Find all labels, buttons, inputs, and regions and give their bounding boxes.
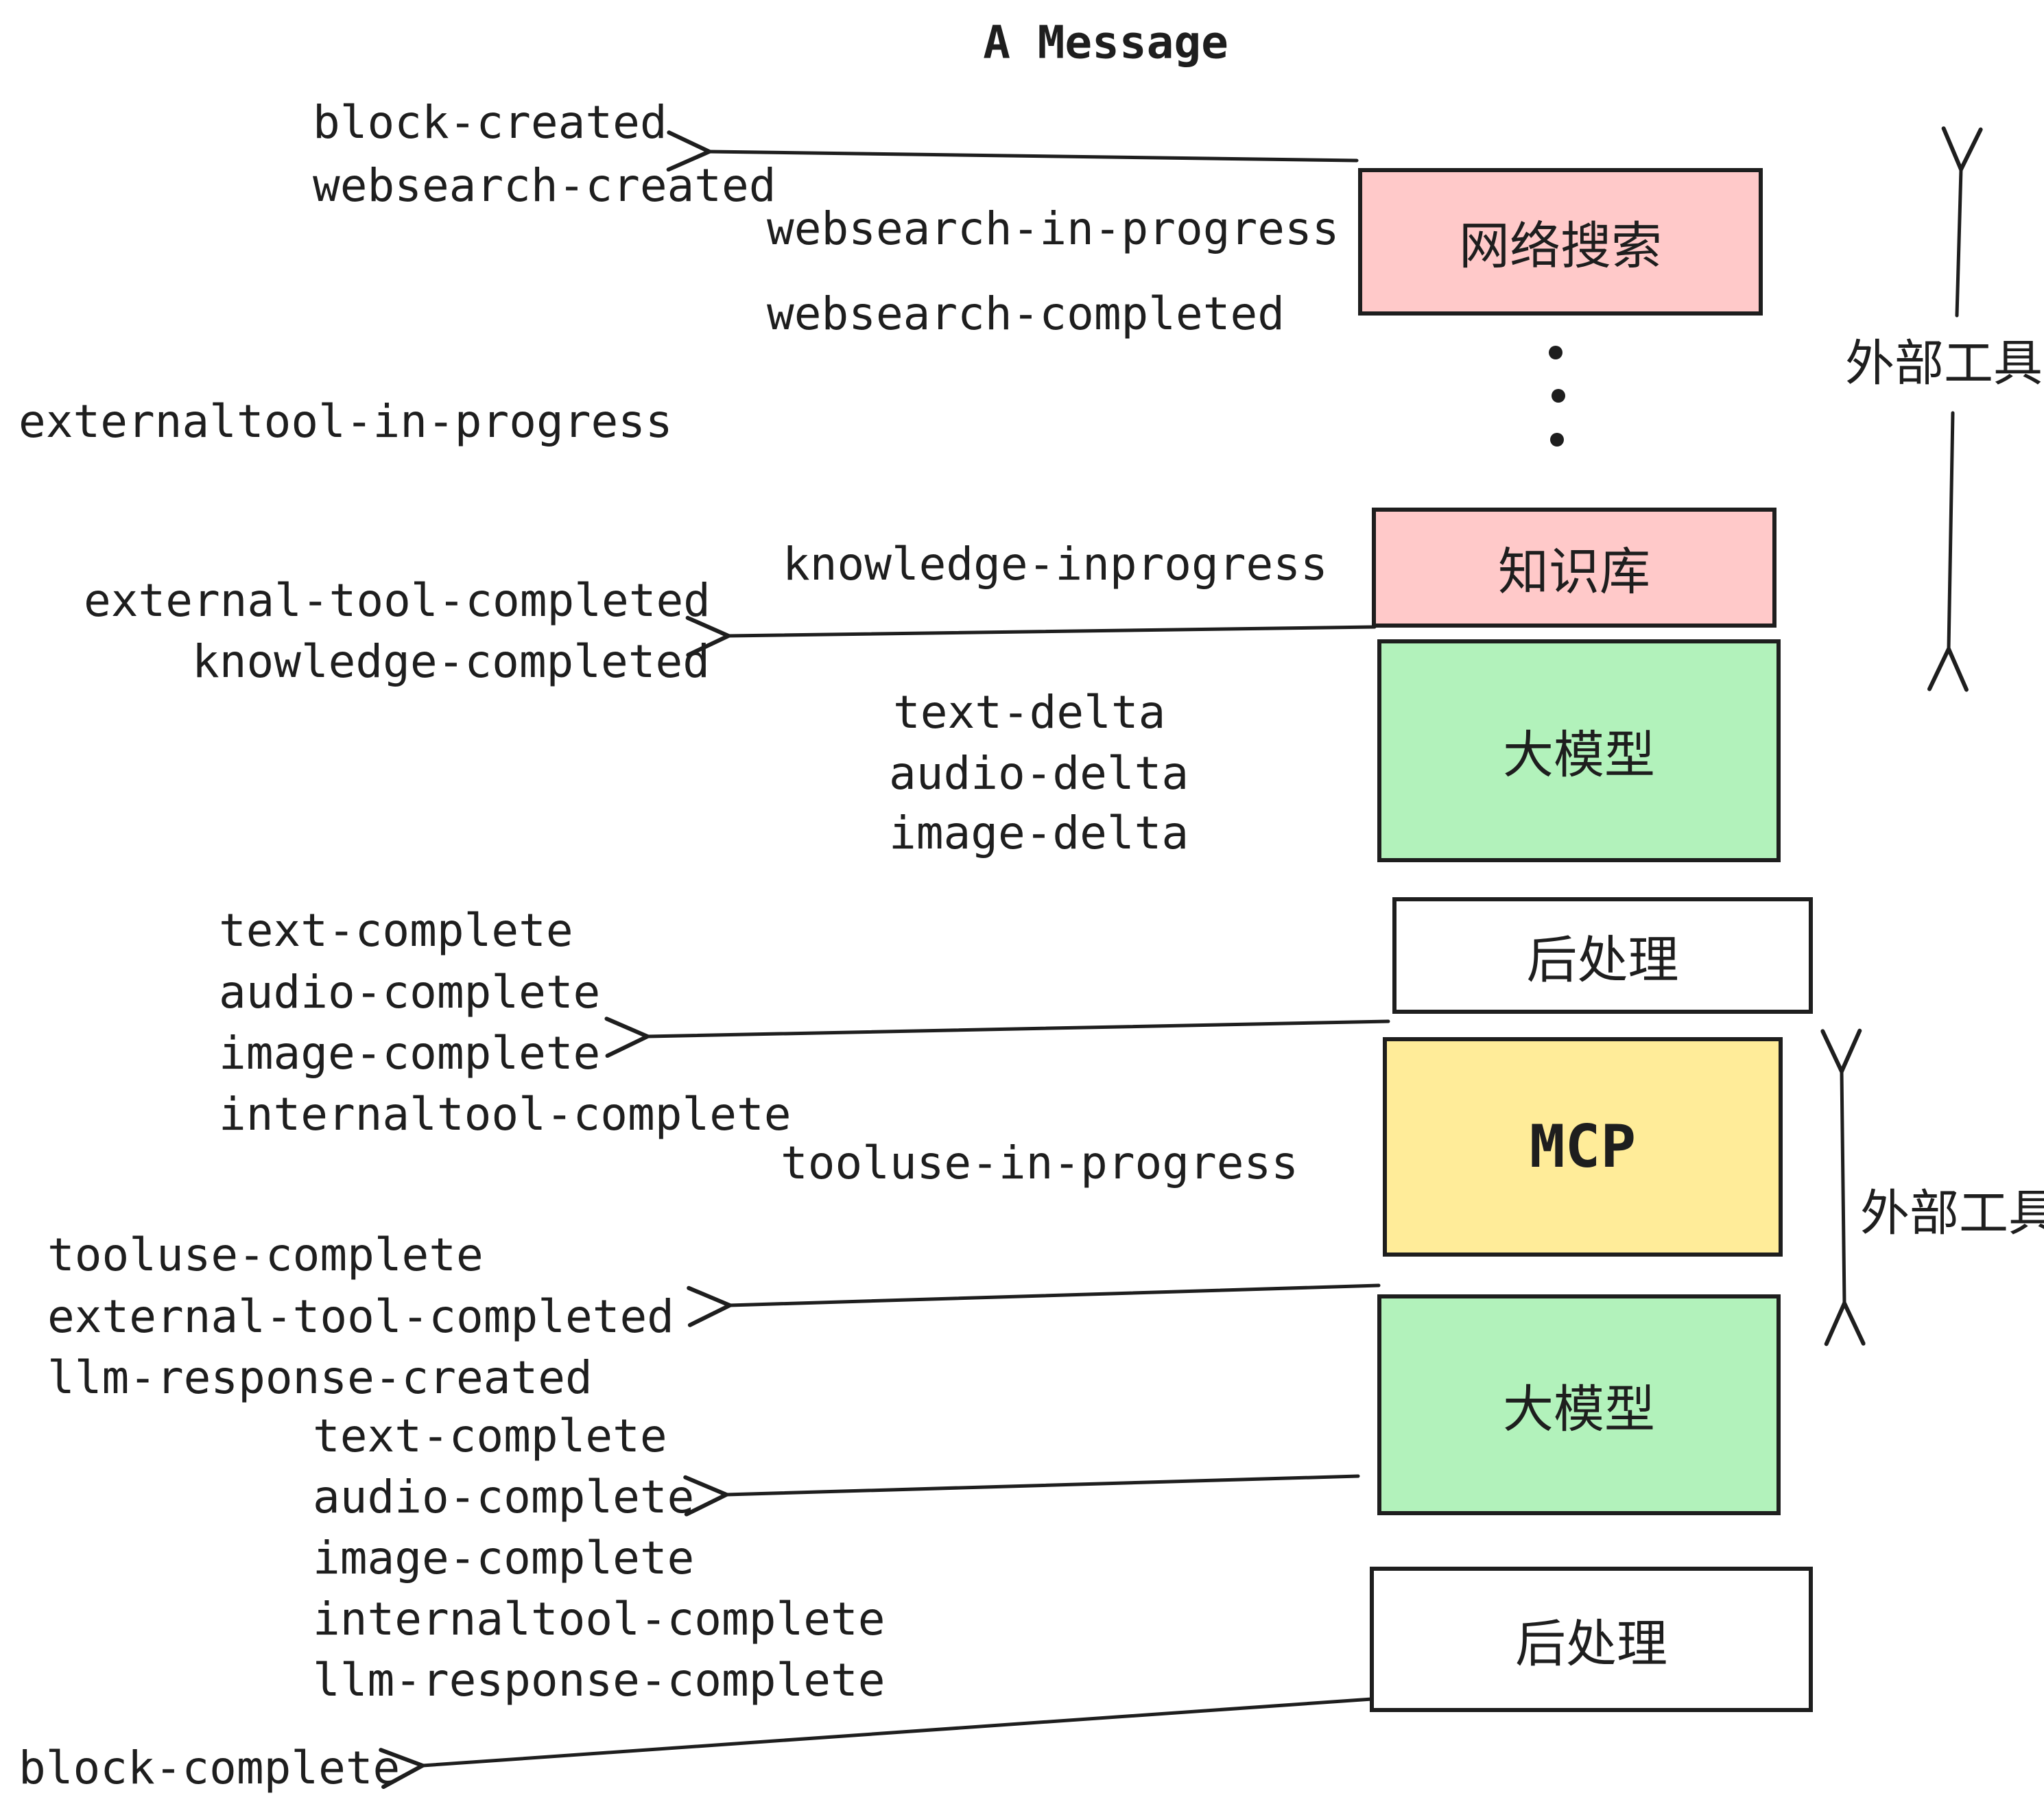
event-label-tooluse-in-progress: tooluse-in-progress	[781, 1137, 1298, 1189]
node-web-search: 网络搜索	[1358, 168, 1763, 316]
node-llm-2-label: 大模型	[1503, 1379, 1655, 1439]
arrow-to-external-tool-completed	[730, 1283, 1381, 1305]
node-llm-1: 大模型	[1377, 639, 1781, 862]
arrow-to-image-complete	[647, 1021, 1390, 1036]
event-label-image-complete-2: image-complete	[313, 1532, 695, 1585]
arrow-to-block-created	[709, 152, 1359, 161]
node-postprocess-1-label: 后处理	[1526, 930, 1679, 990]
mcp-external-tool-double-arrow	[1842, 1071, 1844, 1303]
event-label-websearch-in-progress: websearch-in-progress	[767, 202, 1340, 255]
node-llm-1-label: 大模型	[1503, 726, 1655, 785]
external-tool-up-arrow	[1957, 169, 1961, 318]
event-label-websearch-created: websearch-created	[313, 159, 776, 212]
external-tool-down-arrow	[1949, 411, 1953, 649]
event-label-llm-response-complete: llm-response-complete	[313, 1654, 886, 1707]
node-mcp-label: MCP	[1529, 1113, 1637, 1181]
node-knowledge-base-label: 知识库	[1498, 543, 1650, 602]
event-label-image-complete: image-complete	[219, 1027, 601, 1080]
event-label-websearch-completed: websearch-completed	[767, 287, 1285, 340]
event-label-image-delta: image-delta	[889, 807, 1189, 859]
event-label-audio-complete-2: audio-complete	[313, 1471, 695, 1523]
node-postprocess-2: 后处理	[1370, 1567, 1813, 1712]
event-label-text-complete-2: text-complete	[313, 1410, 667, 1462]
event-label-knowledge-completed: knowledge-completed	[192, 635, 710, 688]
node-web-search-label: 网络搜索	[1459, 217, 1662, 276]
event-label-block-complete: block-complete	[19, 1742, 401, 1794]
event-label-audio-complete: audio-complete	[219, 966, 601, 1019]
node-postprocess-2-label: 后处理	[1515, 1614, 1667, 1674]
node-llm-2: 大模型	[1377, 1294, 1781, 1515]
node-mcp: MCP	[1383, 1037, 1783, 1257]
event-label-internaltool-complete: internaltool-complete	[219, 1088, 792, 1141]
event-label-knowledge-inprogress: knowledge-inprogress	[783, 538, 1328, 591]
arrow-to-block-complete	[423, 1697, 1374, 1766]
node-knowledge-base: 知识库	[1372, 508, 1776, 628]
event-label-llm-response-created: llm-response-created	[47, 1351, 593, 1404]
ellipsis-dots	[1549, 346, 1565, 447]
event-label-external-tool-completed-2: external-tool-completed	[47, 1290, 674, 1343]
event-label-audio-delta: audio-delta	[889, 747, 1189, 800]
external-tools-label-1: 外部工具	[1845, 334, 2043, 392]
event-label-text-complete: text-complete	[219, 904, 573, 957]
node-postprocess-1: 后处理	[1392, 897, 1813, 1014]
event-label-internaltool-complete-2: internaltool-complete	[313, 1593, 886, 1646]
page-title: A Message	[983, 16, 1228, 69]
event-label-externaltool-in-progress: externaltool-in-progress	[19, 395, 673, 448]
event-label-text-delta: text-delta	[893, 686, 1166, 739]
external-tools-label-2: 外部工具	[1860, 1184, 2044, 1242]
event-label-external-tool-completed: external-tool-completed	[84, 574, 711, 627]
event-label-tooluse-complete: tooluse-complete	[47, 1229, 484, 1281]
event-label-block-created: block-created	[313, 96, 667, 149]
arrow-to-audio-complete	[726, 1474, 1360, 1495]
arrow-to-knowledge-completed	[728, 627, 1377, 636]
